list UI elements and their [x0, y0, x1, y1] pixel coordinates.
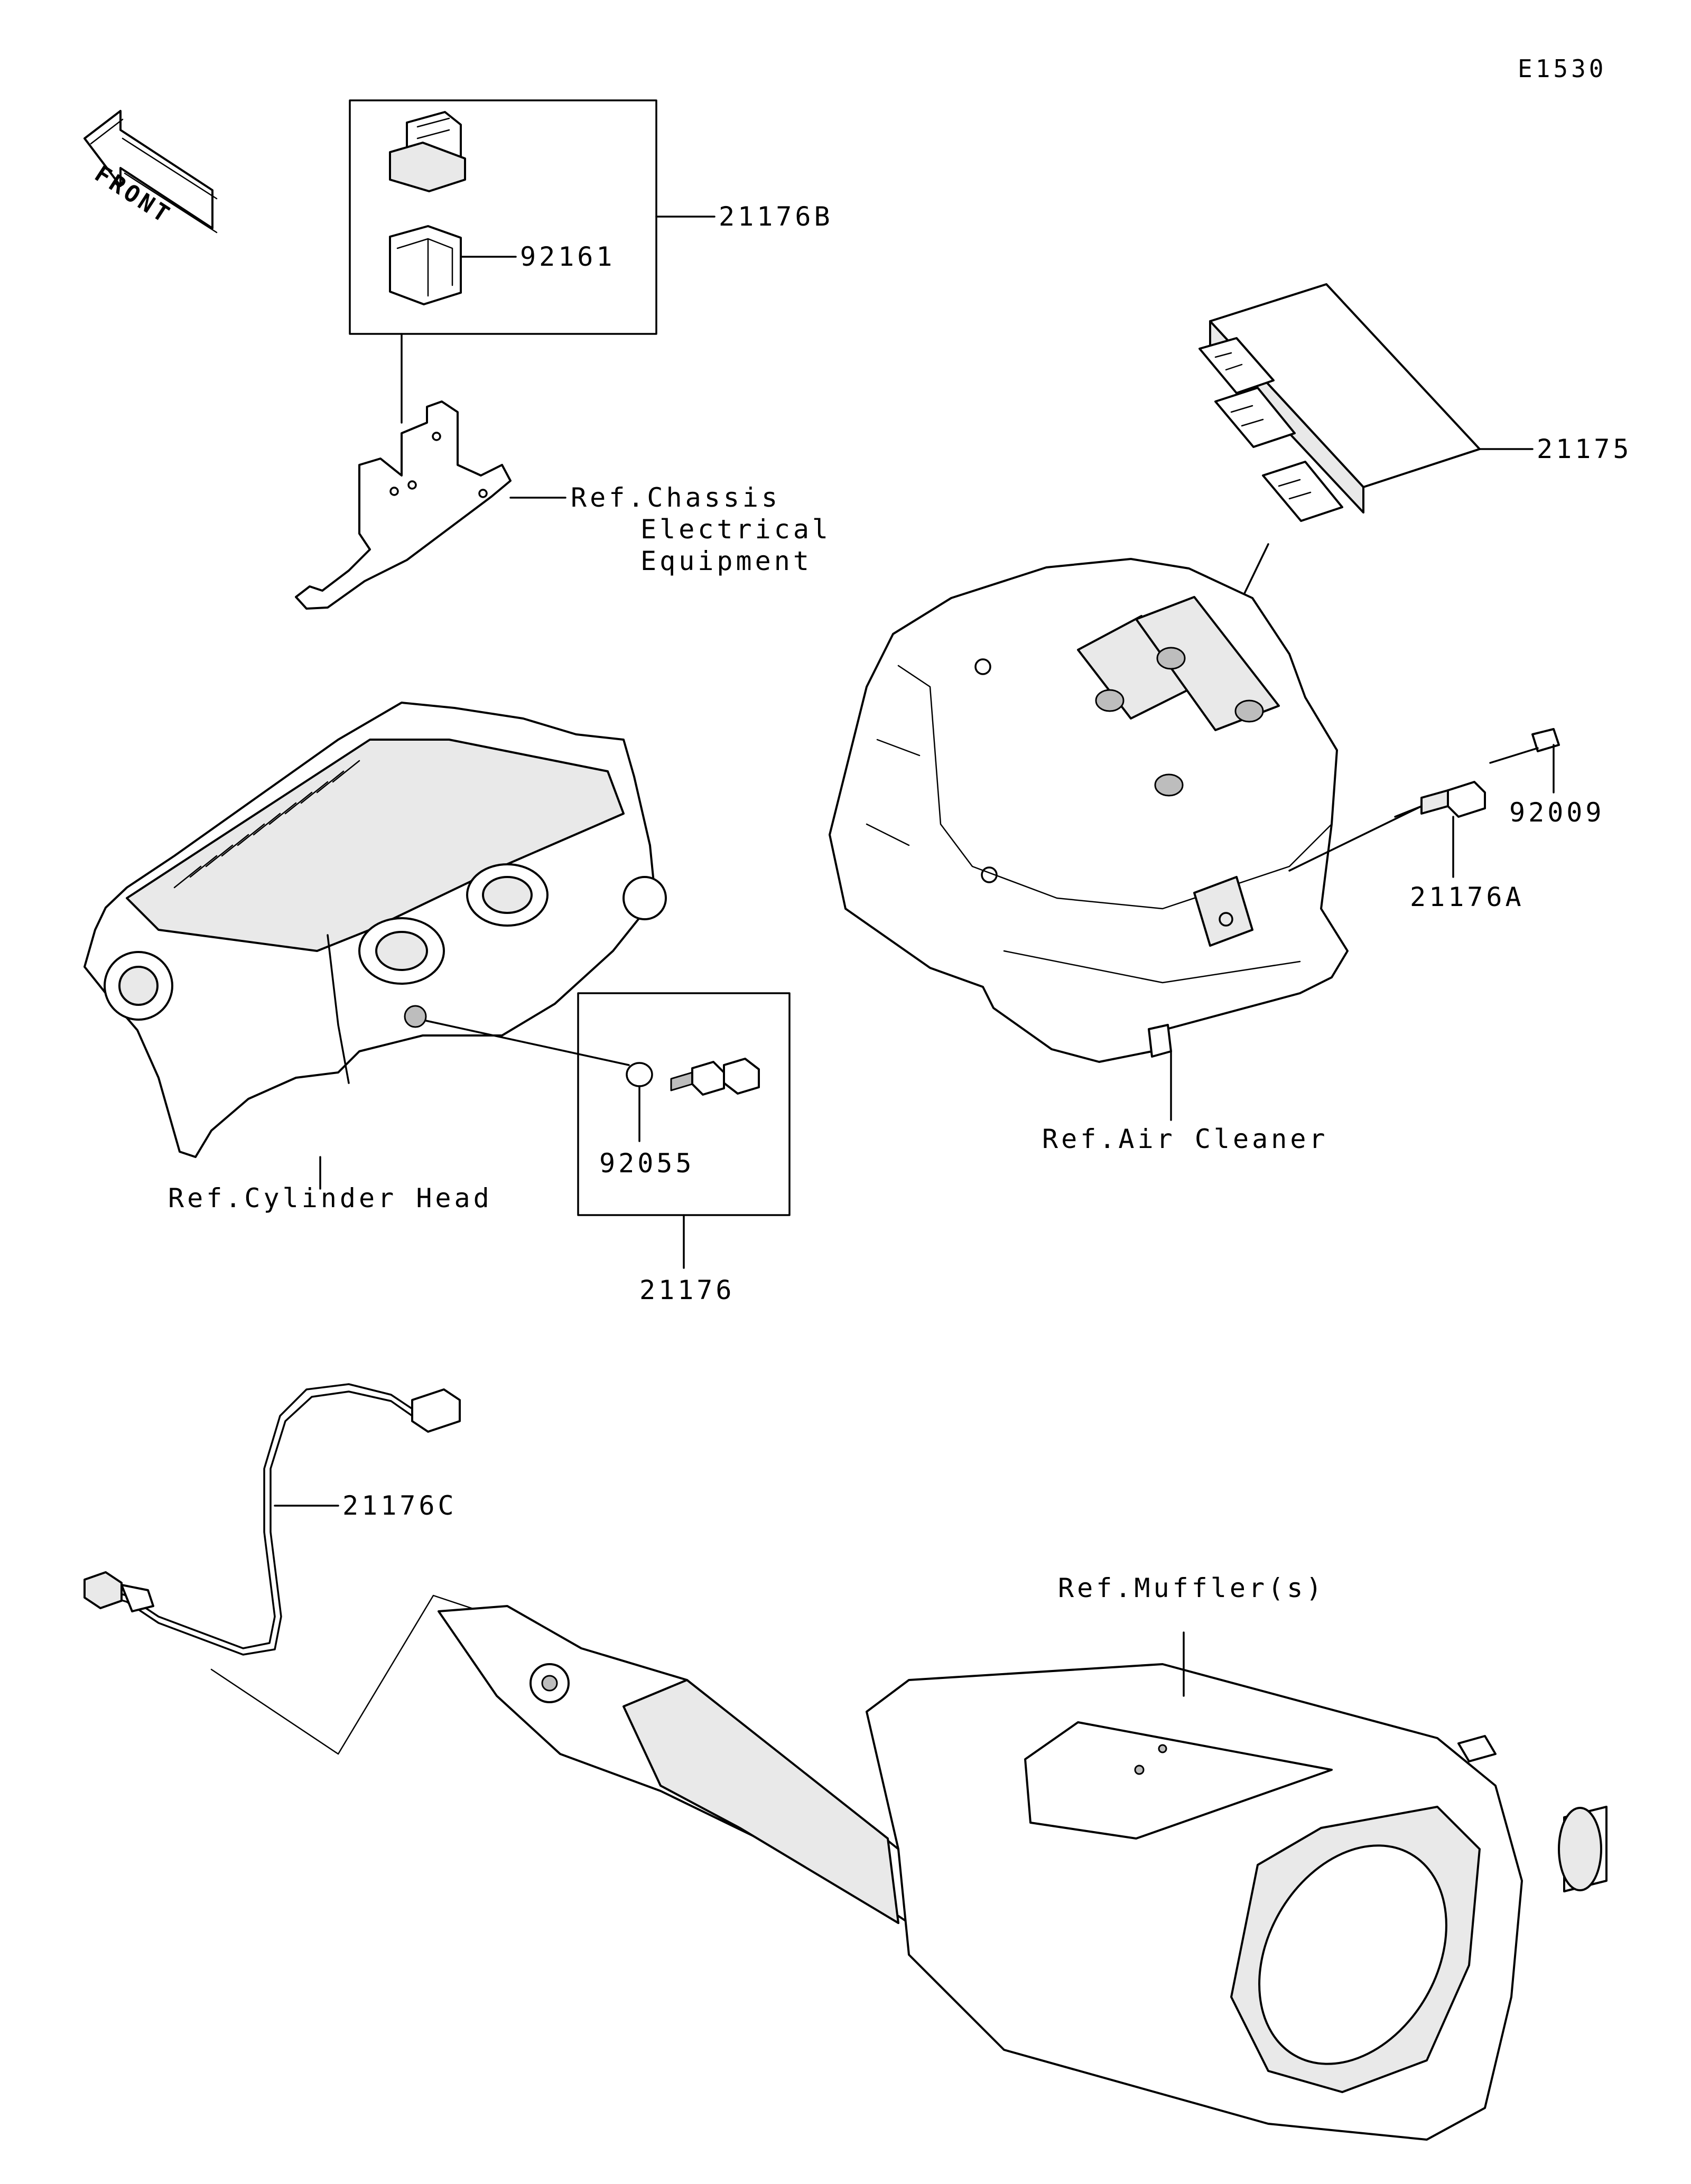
callout-ref-cylinder-head: Ref.Cylinder Head	[168, 1183, 493, 1214]
ecu-icon	[1193, 283, 1534, 698]
oxygen-sensor-harness-icon	[83, 1383, 529, 1755]
gasket-icon	[626, 1062, 653, 1142]
callout-ref-chassis-line3: Equipment	[640, 546, 812, 576]
front-direction-arrow-icon	[83, 110, 218, 234]
callout-21176B: 21176B	[719, 201, 833, 232]
callout-21176A: 21176A	[1410, 882, 1525, 912]
relay-group-box	[349, 99, 716, 424]
callout-21176C: 21176C	[342, 1490, 457, 1521]
diagram-code: E1530	[1518, 54, 1607, 83]
temp-sensor-group-box	[577, 992, 791, 1269]
intake-air-temp-sensor-icon	[1288, 781, 1486, 878]
callout-ref-muffler: Ref.Muffler(s)	[1058, 1573, 1325, 1603]
callout-92009: 92009	[1509, 797, 1605, 828]
callout-92161: 92161	[520, 241, 616, 272]
muffler-icon	[438, 1605, 1608, 2141]
callout-21175: 21175	[1537, 434, 1632, 464]
water-temp-sensor-icon	[670, 1058, 760, 1096]
callout-92055: 92055	[599, 1148, 695, 1179]
callout-21176: 21176	[639, 1275, 735, 1305]
callout-ref-chassis-line2: Electrical	[640, 514, 832, 545]
relay-cover-icon	[389, 225, 517, 305]
callout-ref-air-cleaner: Ref.Air Cleaner	[1042, 1124, 1328, 1154]
bolt-icon	[1489, 728, 1560, 794]
air-cleaner-housing-icon	[829, 558, 1349, 1121]
cylinder-head-icon	[83, 702, 667, 1190]
relay-bracket-icon	[295, 400, 566, 610]
relay-icon	[389, 111, 466, 192]
callout-ref-chassis: Ref.Chassis	[571, 482, 781, 513]
